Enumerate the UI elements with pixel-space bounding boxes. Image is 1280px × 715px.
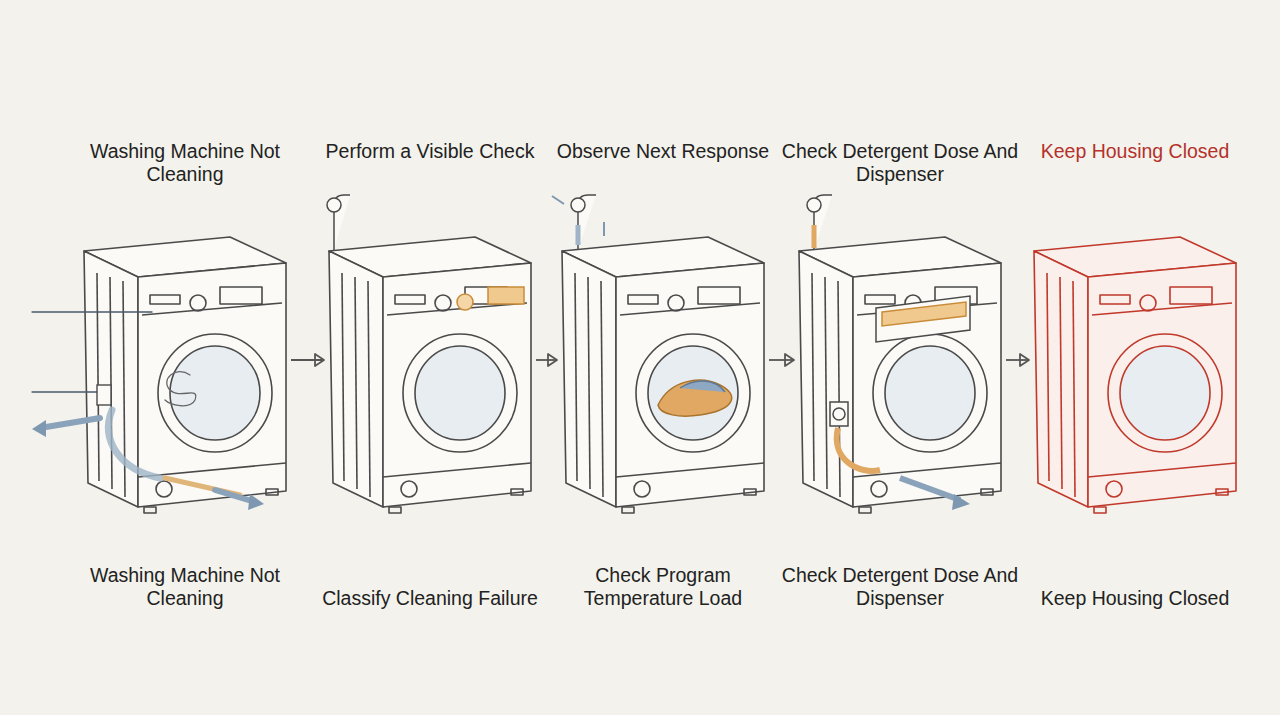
step-label: Washing Machine Not Cleaning xyxy=(65,564,305,610)
arrow-head xyxy=(548,354,557,366)
step-box: Washing Machine Not CleaningWashing Mach… xyxy=(85,140,285,610)
step-label: Check Detergent Dose And Dispenser xyxy=(780,564,1020,610)
flow-arrow xyxy=(291,354,324,366)
step-label: Classify Cleaning Failure xyxy=(310,587,550,610)
step-heading: Perform a Visible Check xyxy=(310,140,550,163)
arrow-line xyxy=(536,359,557,361)
arrow-line xyxy=(1006,359,1029,361)
step-box: Keep Housing ClosedKeep Housing Closed xyxy=(1035,140,1235,610)
washing-machine xyxy=(329,237,531,513)
flow-arrow xyxy=(536,354,557,366)
step-box: Perform a Visible CheckClassify Cleaning… xyxy=(330,140,530,610)
washing-machine xyxy=(1034,237,1236,513)
arrow-head xyxy=(1020,354,1029,366)
stage-one-details xyxy=(32,312,264,510)
step-label: Keep Housing Closed xyxy=(1015,587,1255,610)
stage-two-details xyxy=(327,195,524,310)
washing-machine xyxy=(799,237,1001,513)
arrow-line xyxy=(769,359,794,361)
step-heading: Keep Housing Closed xyxy=(1015,140,1255,163)
arrow-head xyxy=(785,354,794,366)
step-heading: Washing Machine Not Cleaning xyxy=(65,140,305,186)
washing-machine xyxy=(562,237,764,513)
arrow-head xyxy=(315,354,324,366)
step-label: Check Program Temperature Load xyxy=(543,564,783,610)
stage-four-details xyxy=(807,195,970,510)
flow-arrow xyxy=(769,354,794,366)
stage-three-details xyxy=(552,195,732,416)
step-box: Check Detergent Dose And DispenserCheck … xyxy=(800,140,1000,610)
step-box: Observe Next ResponseCheck Program Tempe… xyxy=(563,140,763,610)
step-heading: Check Detergent Dose And Dispenser xyxy=(780,140,1020,186)
step-heading: Observe Next Response xyxy=(543,140,783,163)
arrow-line xyxy=(291,359,324,361)
washing-machine xyxy=(84,237,286,513)
flow-arrow xyxy=(1006,354,1029,366)
